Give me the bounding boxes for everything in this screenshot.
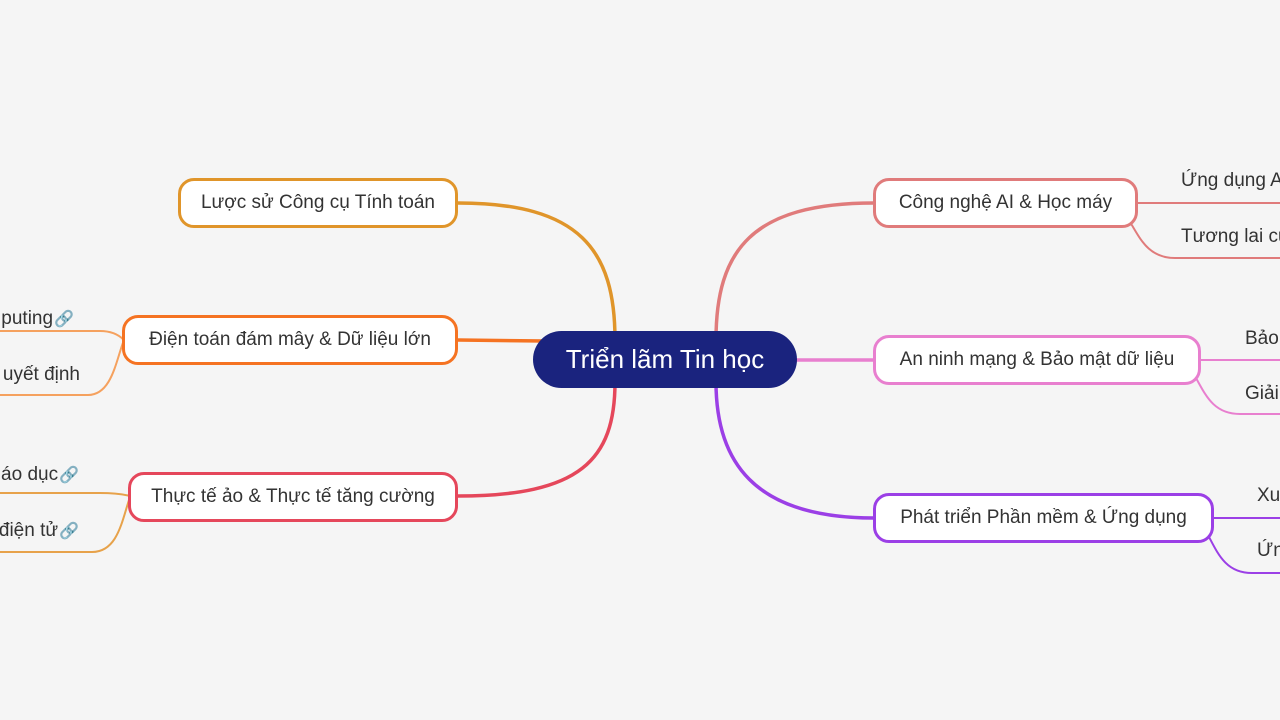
topic-software-label: Phát triển Phần mềm & Ứng dụng (900, 507, 1187, 528)
topic-cloud[interactable]: Điện toán đám mây & Dữ liệu lớn (122, 315, 458, 365)
subtopic-ai-1[interactable]: Ứng dụng A (1181, 170, 1280, 192)
connector-vr-child-1 (0, 492, 131, 497)
connector-ai (714, 201, 875, 341)
subtopic-ai-2-label: Tương lai củ (1181, 226, 1280, 247)
topic-vr[interactable]: Thực tế ảo & Thực tế tăng cường (128, 472, 458, 522)
subtopic-vr-2-label: điện tử (0, 520, 59, 541)
subtopic-cloud-1-label: puting (1, 308, 54, 329)
topic-cloud-label: Điện toán đám mây & Dữ liệu lớn (149, 329, 431, 350)
topic-history-label: Lược sử Công cụ Tính toán (200, 192, 435, 213)
subtopic-cloud-2[interactable]: uyết định (3, 364, 80, 386)
topic-ai[interactable]: Công nghệ AI & Học máy (873, 178, 1138, 228)
topic-history[interactable]: Lược sử Công cụ Tính toán (178, 178, 458, 228)
connector-ai-child-2 (1129, 221, 1280, 259)
connector-history (457, 201, 617, 341)
topic-security-label: An ninh mạng & Bảo mật dữ liệu (899, 349, 1175, 370)
connector-software-child-2 (1207, 534, 1280, 574)
connector-cloud-child-1 (0, 330, 125, 341)
connector-cloud (457, 338, 546, 343)
subtopic-ai-1-label: Ứng dụng A (1181, 170, 1280, 191)
topic-vr-label: Thực tế ảo & Thực tế tăng cường (151, 486, 435, 507)
subtopic-security-1[interactable]: Bảo (1245, 328, 1279, 350)
subtopic-security-2-label: Giải (1245, 383, 1279, 404)
subtopic-vr-1[interactable]: áo dục🔗 (1, 464, 79, 486)
link-icon[interactable]: 🔗 (59, 523, 79, 540)
subtopic-software-2-label: Ứn (1257, 540, 1280, 561)
subtopic-vr-2[interactable]: điện tử🔗 (0, 520, 79, 542)
topic-ai-label: Công nghệ AI & Học máy (898, 192, 1113, 213)
subtopic-vr-1-label: áo dục (1, 464, 59, 485)
connector-cloud-child-2 (0, 339, 125, 396)
root-topic-label: Triển lãm Tin học (565, 344, 765, 374)
subtopic-security-2[interactable]: Giải (1245, 383, 1279, 405)
link-icon[interactable]: 🔗 (59, 467, 79, 484)
root-topic[interactable]: Triển lãm Tin học (533, 331, 797, 388)
connector-software (714, 381, 875, 520)
connector-vr (457, 381, 617, 498)
subtopic-ai-2[interactable]: Tương lai củ (1181, 226, 1280, 248)
topic-security[interactable]: An ninh mạng & Bảo mật dữ liệu (873, 335, 1201, 385)
link-icon[interactable]: 🔗 (54, 311, 74, 328)
connector-vr-child-2 (0, 496, 131, 553)
subtopic-software-1[interactable]: Xu (1257, 485, 1280, 507)
subtopic-cloud-2-label: uyết định (2, 364, 80, 385)
subtopic-cloud-1[interactable]: puting🔗 (1, 308, 74, 330)
topic-software[interactable]: Phát triển Phần mềm & Ứng dụng (873, 493, 1214, 543)
subtopic-software-2[interactable]: Ứn (1257, 540, 1280, 562)
subtopic-security-1-label: Bảo (1245, 328, 1279, 349)
subtopic-software-1-label: Xu (1257, 485, 1280, 506)
connector-security-child-2 (1195, 377, 1280, 415)
